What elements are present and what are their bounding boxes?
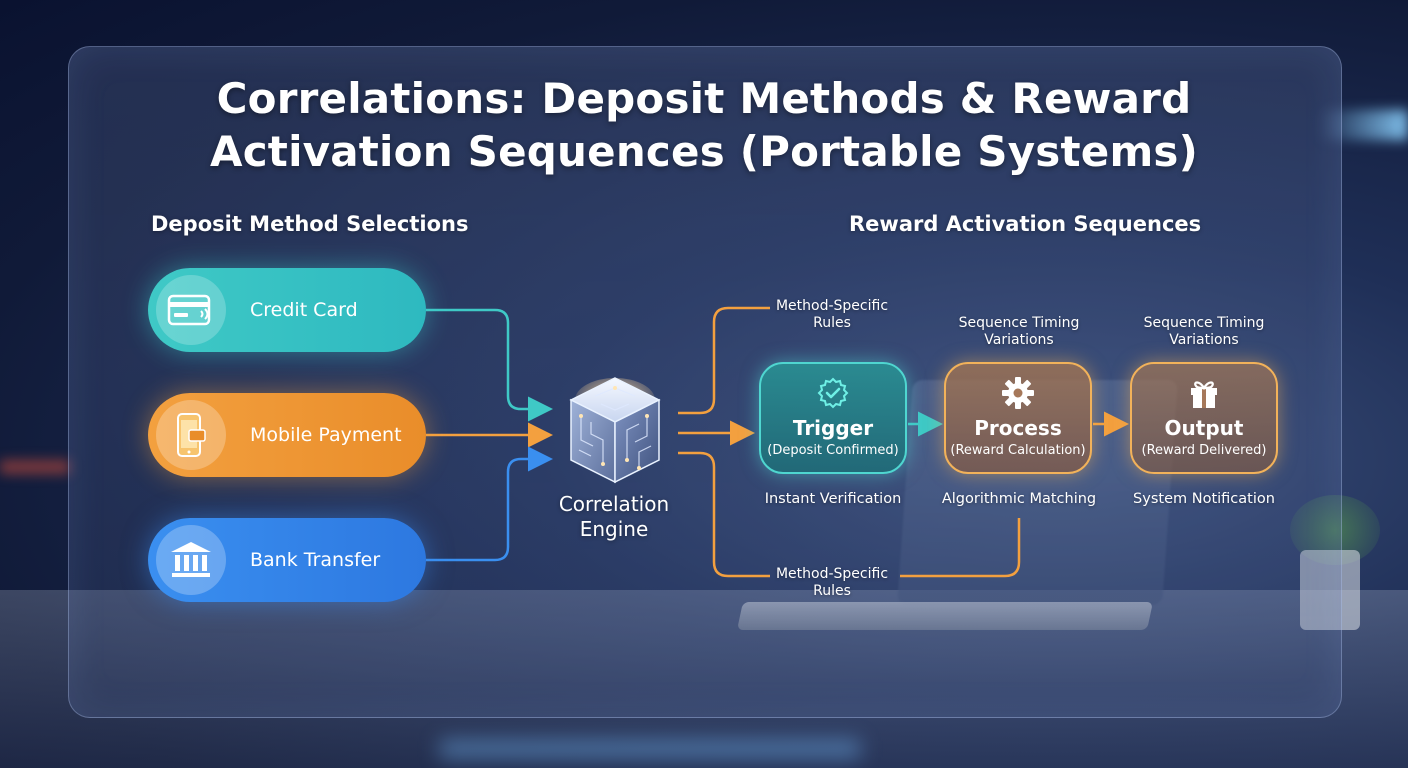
stage-output[interactable]: Output (Reward Delivered) [1130, 362, 1278, 474]
background-desk [0, 590, 1408, 768]
stage-subtitle: (Reward Delivered) [1141, 443, 1267, 458]
rules-top-line-2: Rules [813, 315, 851, 331]
stage-caption-process: Algorithmic Matching [941, 491, 1097, 507]
rules-bottom-line-2: Rules [813, 583, 851, 599]
title-line-2: Activation Sequences (Portable Systems) [209, 127, 1198, 176]
timing-1-line-2: Variations [984, 332, 1054, 348]
stage-caption-output: System Notification [1133, 491, 1275, 507]
stage-title: Trigger [792, 416, 874, 440]
stage-process[interactable]: Process (Reward Calculation) [944, 362, 1092, 474]
stage-title: Process [974, 416, 1062, 440]
timing-2-line-2: Variations [1169, 332, 1239, 348]
deposit-method-mobile-payment[interactable]: Mobile Payment [148, 393, 426, 477]
stage-subtitle: (Reward Calculation) [950, 443, 1086, 458]
diagram-title: Correlations: Deposit Methods & Reward A… [140, 72, 1268, 178]
timing-label-output: Sequence Timing Variations [1129, 315, 1279, 349]
timing-1-line-1: Sequence Timing [958, 315, 1080, 331]
credit-card-icon [156, 275, 226, 345]
rules-bottom-line-1: Method-Specific [775, 566, 889, 582]
deposit-method-credit-card[interactable]: Credit Card [148, 268, 426, 352]
rules-label-bottom: Method-Specific Rules [762, 566, 902, 600]
stage-caption-trigger: Instant Verification [764, 491, 902, 507]
background-light-right [1318, 110, 1408, 140]
right-section-heading: Reward Activation Sequences [849, 212, 1202, 236]
gear-icon [1001, 376, 1035, 410]
mobile-phone-icon [156, 400, 226, 470]
timing-label-process: Sequence Timing Variations [944, 315, 1094, 349]
rules-top-line-1: Method-Specific [775, 298, 889, 314]
engine-label-line-1: Correlation [558, 492, 670, 516]
background-light-left [0, 460, 70, 474]
stage-subtitle: (Deposit Confirmed) [767, 443, 899, 458]
correlation-engine-label: Correlation Engine [534, 492, 694, 542]
deposit-method-bank-transfer[interactable]: Bank Transfer [148, 518, 426, 602]
deposit-method-label: Bank Transfer [250, 549, 381, 571]
deposit-method-label: Mobile Payment [250, 424, 402, 446]
cube-circuit-icon [555, 370, 675, 490]
stage-trigger[interactable]: Trigger (Deposit Confirmed) [759, 362, 907, 474]
bank-icon [156, 525, 226, 595]
gift-icon [1187, 376, 1221, 410]
engine-label-line-2: Engine [579, 517, 649, 541]
left-section-heading: Deposit Method Selections [151, 212, 469, 236]
deposit-method-label: Credit Card [250, 299, 358, 321]
title-line-1: Correlations: Deposit Methods & Reward [216, 74, 1192, 123]
check-badge-icon [816, 376, 850, 410]
timing-2-line-1: Sequence Timing [1143, 315, 1265, 331]
rules-label-top: Method-Specific Rules [762, 298, 902, 332]
stage-title: Output [1164, 416, 1244, 440]
background-plant-pot [1300, 550, 1360, 630]
background-light-bottom [440, 740, 860, 758]
